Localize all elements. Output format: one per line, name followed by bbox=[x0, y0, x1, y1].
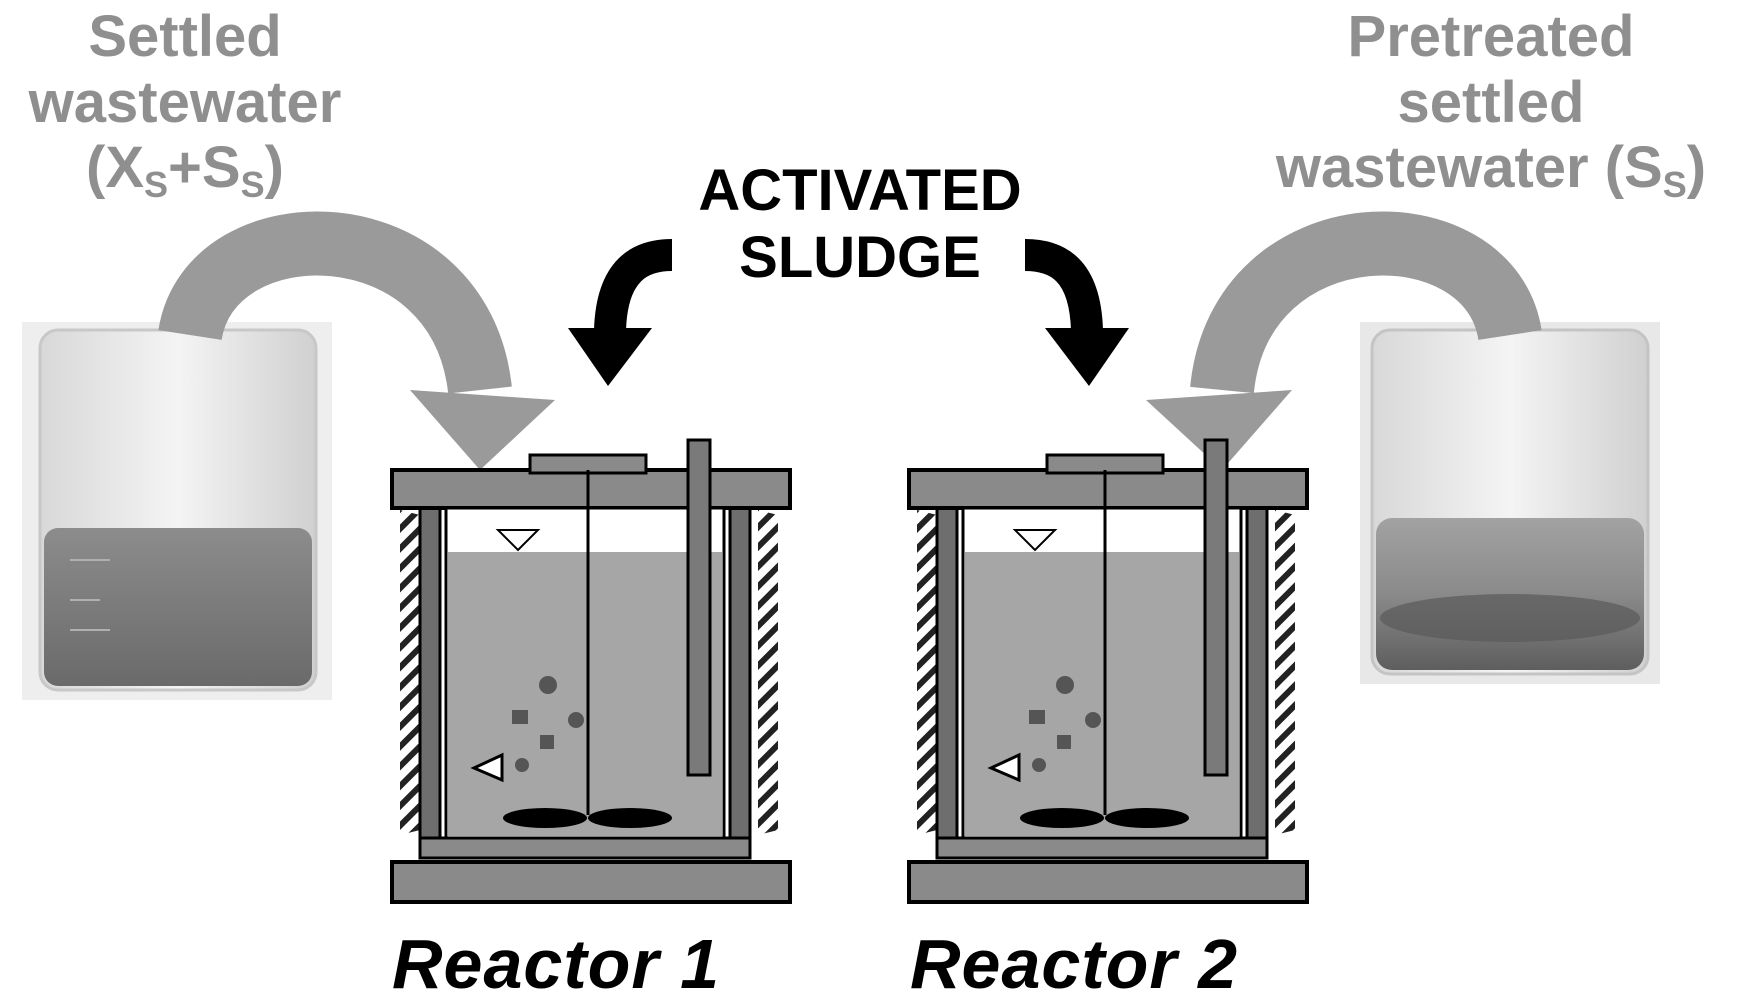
label-reactor-1: Reactor 1 bbox=[392, 925, 721, 1003]
arrow-sludge-reactor1 bbox=[568, 239, 673, 386]
sludge-line1: ACTIVATED bbox=[698, 158, 1022, 223]
settled-close: ) bbox=[264, 135, 284, 201]
label-activated-sludge: ACTIVATED SLUDGE bbox=[640, 158, 1080, 291]
reactor-1 bbox=[390, 438, 792, 904]
settled-sub1: S bbox=[144, 164, 169, 206]
settled-line2: wastewater bbox=[28, 69, 342, 135]
beaker-pretreated-wastewater bbox=[1360, 322, 1660, 684]
arrow-feed-reactor1 bbox=[158, 211, 555, 470]
settled-plus: +S bbox=[168, 135, 241, 201]
reactor-2 bbox=[907, 438, 1309, 904]
settled-line3: (XS+SS) bbox=[0, 135, 370, 206]
arrow-feed-reactor2 bbox=[1146, 211, 1542, 470]
pretreated-close: ) bbox=[1686, 135, 1707, 201]
label-settled-wastewater: Settled wastewater (XS+SS) bbox=[0, 4, 370, 206]
settled-sub2: S bbox=[240, 164, 265, 206]
settled-line3-prefix: (X bbox=[86, 135, 145, 201]
settled-line1: Settled bbox=[88, 4, 282, 69]
sludge-line2: SLUDGE bbox=[739, 224, 981, 290]
pretreated-sub: S bbox=[1662, 164, 1687, 206]
pretreated-line1: Pretreated bbox=[1347, 4, 1635, 69]
pretreated-line2: settled bbox=[1397, 69, 1585, 135]
pretreated-line3-prefix: wastewater (S bbox=[1275, 135, 1663, 201]
pretreated-line3: wastewater (SS) bbox=[1240, 135, 1742, 206]
label-pretreated-wastewater: Pretreated settled wastewater (SS) bbox=[1240, 4, 1742, 206]
label-reactor-2: Reactor 2 bbox=[910, 925, 1239, 1003]
arrow-sludge-reactor2 bbox=[1024, 239, 1129, 386]
beaker-settled-wastewater bbox=[22, 322, 332, 700]
